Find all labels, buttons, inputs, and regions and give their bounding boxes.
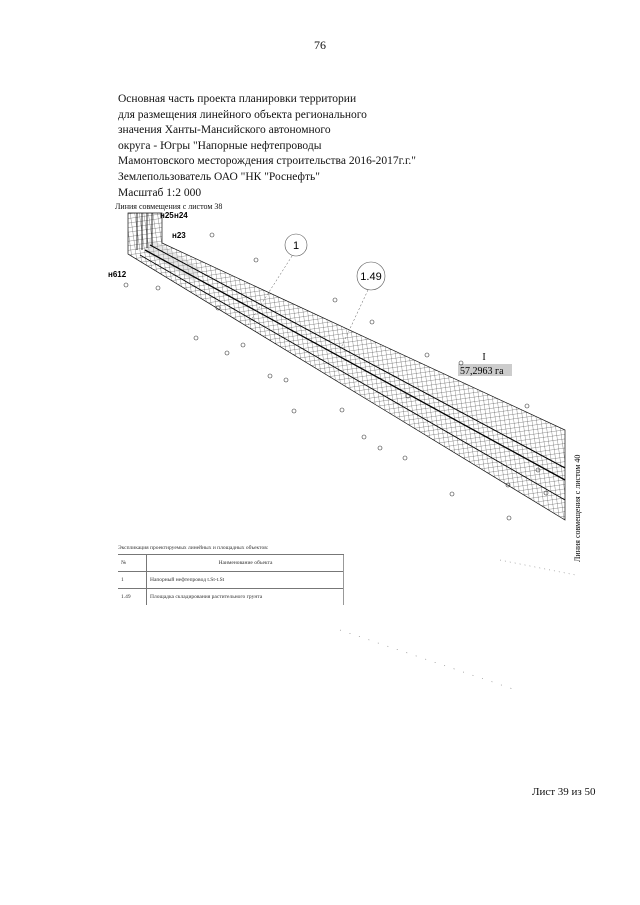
survey-marks	[123, 232, 549, 521]
match-line-right-label: Линия совмещения с листом 40	[573, 455, 582, 562]
legend-table: Экспликация проектируемых линейных и пло…	[118, 545, 344, 605]
legend-grid: № Наименование объекта 1 Напорный нефтеп…	[118, 554, 344, 605]
point-label: н612	[108, 270, 127, 279]
legend-header-row: № Наименование объекта	[118, 554, 344, 572]
area-id: I	[482, 352, 485, 363]
header-line: Мамонтовского месторождения строительств…	[118, 155, 416, 168]
legend-title: Экспликация проектируемых линейных и пло…	[118, 545, 269, 551]
document-header: Основная часть проекта планировки террит…	[118, 92, 478, 201]
storage-area-band	[145, 238, 200, 282]
legend-header-num: №	[118, 554, 147, 572]
point-label: н23	[172, 231, 186, 240]
pipeline-line	[139, 254, 566, 501]
header-line: значения Ханты-Мансийского автономного	[118, 124, 331, 137]
corridor-strip	[127, 212, 566, 521]
legend-row-num: 1	[118, 571, 147, 589]
legend-row-name: Напорный нефтепровод t.St-t.St	[146, 571, 344, 589]
callout-circle	[284, 233, 308, 257]
header-line: для размещения линейного объекта региона…	[118, 108, 367, 121]
header-line: Землепользователь ОАО "НК "Роснефть"	[118, 170, 320, 183]
pipeline-line	[144, 249, 566, 481]
sheet-number: Лист 39 из 50	[532, 786, 596, 798]
page-number: 76	[314, 38, 326, 52]
legend-row-name: Площадка складирования растительного гру…	[146, 588, 344, 605]
area-value: 57,2963 га	[460, 366, 504, 377]
area-label-box	[458, 364, 512, 376]
boundary-line	[499, 559, 576, 576]
callout-label: 1.49	[360, 271, 381, 283]
point-label: н25	[160, 211, 174, 220]
callout-circle	[356, 261, 386, 291]
legend-row-num: 1.49	[118, 588, 147, 605]
legend-frame	[343, 555, 344, 605]
pipeline-line	[136, 213, 153, 250]
plan-drawing: Линия совмещения с листом 38 н25 н24 н23…	[108, 202, 582, 690]
header-line: округа - Югры "Напорные нефтепроводы	[118, 139, 322, 152]
legend-header-name: Наименование объекта	[146, 554, 344, 572]
pipeline-line	[149, 244, 566, 469]
leader-line	[247, 255, 293, 326]
table-row: 1.49 Площадка складирования растительног…	[118, 588, 344, 605]
point-label: н24	[174, 211, 188, 220]
boundary-line	[339, 629, 517, 690]
match-line-top-label: Линия совмещения с листом 38	[115, 202, 222, 211]
header-line: Основная часть проекта планировки террит…	[118, 93, 357, 105]
scale-line: Масштаб 1:2 000	[118, 186, 202, 199]
callout-label: 1	[293, 240, 299, 252]
leader-line	[339, 289, 369, 351]
table-row: 1 Напорный нефтепровод t.St-t.St	[118, 571, 344, 589]
